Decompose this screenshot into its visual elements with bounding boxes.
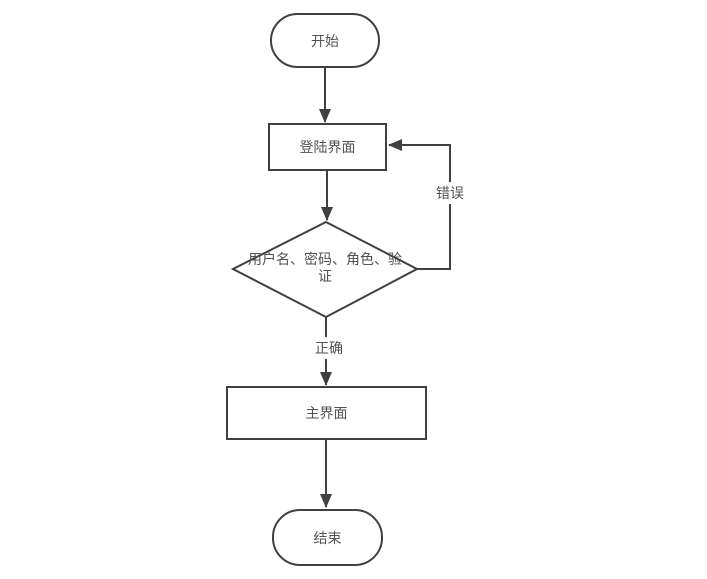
main-screen-node-label: 主界面 bbox=[305, 405, 348, 421]
main-screen-node[interactable]: 主界面 bbox=[226, 386, 427, 440]
error-edge-label[interactable]: 错误 bbox=[433, 182, 467, 204]
login-screen-node[interactable]: 登陆界面 bbox=[268, 123, 387, 171]
start-node[interactable]: 开始 bbox=[270, 13, 380, 68]
correct-edge-label[interactable]: 正确 bbox=[312, 337, 346, 359]
end-node[interactable]: 结束 bbox=[272, 509, 383, 566]
login-screen-node-label: 登陆界面 bbox=[299, 139, 356, 155]
decision-diamond-shape[interactable] bbox=[230, 220, 420, 319]
end-node-label: 结束 bbox=[313, 529, 342, 546]
start-node-label: 开始 bbox=[311, 32, 339, 49]
edge-decision-error-loop[interactable] bbox=[388, 139, 451, 270]
decision-node-label[interactable]: 用户名、密码、角色、验证 bbox=[248, 251, 402, 284]
